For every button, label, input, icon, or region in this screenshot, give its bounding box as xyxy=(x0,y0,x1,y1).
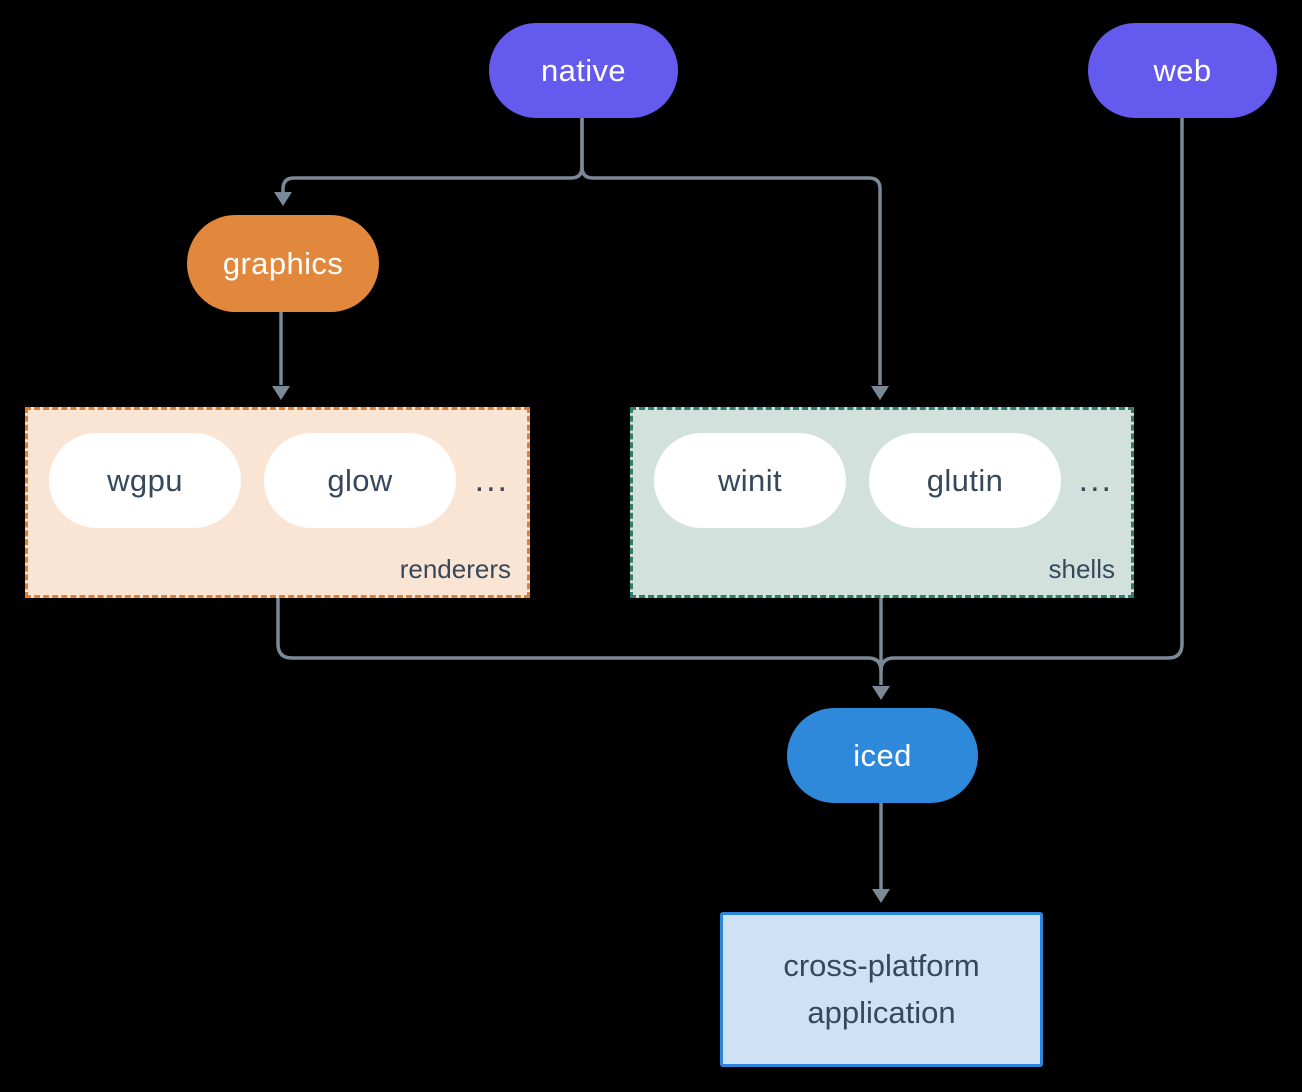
renderers-ellipsis: ... xyxy=(474,461,509,499)
edge-native-to-shells xyxy=(580,118,882,385)
node-cross-platform-application: cross-platform application xyxy=(720,912,1043,1067)
edge-renderers-to-iced xyxy=(276,598,883,672)
node-graphics-label: graphics xyxy=(222,245,344,281)
arrowhead-application xyxy=(872,889,890,903)
group-shells-label: shells xyxy=(1048,554,1115,584)
node-native: native xyxy=(489,23,678,118)
node-glow: glow xyxy=(264,433,456,528)
group-renderers-label: renderers xyxy=(399,554,511,584)
node-graphics: graphics xyxy=(187,215,379,312)
node-wgpu-label: wgpu xyxy=(107,462,183,498)
node-winit-label: winit xyxy=(717,462,782,498)
node-wgpu: wgpu xyxy=(49,433,241,528)
node-web: web xyxy=(1088,23,1277,118)
arrowhead-graphics xyxy=(274,192,292,206)
arrowhead-renderers xyxy=(272,386,290,400)
node-glutin: glutin xyxy=(869,433,1061,528)
node-iced: iced xyxy=(787,708,978,803)
node-glutin-label: glutin xyxy=(926,462,1004,498)
node-glow-label: glow xyxy=(327,462,393,498)
shells-ellipsis: ... xyxy=(1078,461,1113,499)
arrowhead-iced xyxy=(872,686,890,700)
group-shells: winit glutin ... shells xyxy=(630,407,1134,598)
group-renderers: wgpu glow ... renderers xyxy=(25,407,530,598)
node-winit: winit xyxy=(654,433,846,528)
node-web-label: web xyxy=(1153,52,1212,88)
edge-native-to-graphics xyxy=(281,118,584,192)
node-native-label: native xyxy=(540,52,627,88)
node-cross-platform-application-label: cross-platform application xyxy=(783,948,980,1030)
node-iced-label: iced xyxy=(853,737,912,773)
arrowhead-shells xyxy=(871,386,889,400)
